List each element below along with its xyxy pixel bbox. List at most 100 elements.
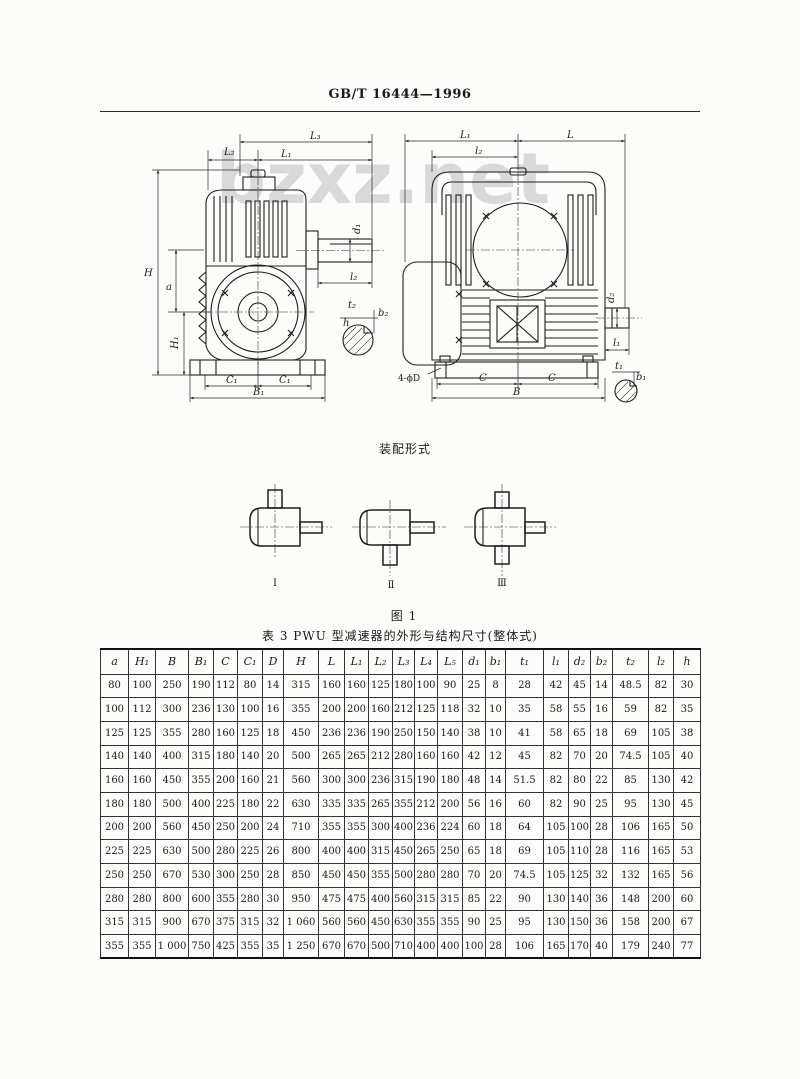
table-cell: 670 — [318, 934, 345, 960]
table-cell: 42 — [673, 768, 701, 793]
table-cell: 69 — [612, 720, 649, 746]
label-l2: l₂ — [350, 272, 357, 283]
table-cell: 200 — [128, 815, 156, 841]
table-cell: 38 — [462, 720, 486, 746]
table-cell: 14 — [262, 673, 284, 699]
table-cell: 24 — [262, 815, 284, 841]
left-view-base — [189, 359, 326, 376]
table-cell: 315 — [283, 673, 319, 699]
table-cell: 10 — [485, 697, 506, 722]
table-cell: 500 — [188, 839, 214, 864]
table-cell: 95 — [505, 910, 544, 936]
table-cell: 118 — [437, 697, 463, 722]
table-cell: 160 — [344, 673, 369, 699]
figure-caption: 图 1 — [390, 609, 418, 623]
table-cell: 670 — [155, 863, 189, 888]
label-l1: l₁ — [613, 338, 620, 349]
table-cell: 165 — [648, 815, 674, 841]
label-L3: L₃ — [309, 131, 321, 142]
table-cell: 355 — [392, 791, 415, 817]
table-cell: 16 — [485, 791, 506, 817]
table-cell: 90 — [568, 791, 591, 817]
standard-number-header: GB/T 16444—1996 — [328, 87, 472, 102]
table-cell: 265 — [344, 744, 369, 770]
column-header: H — [283, 648, 319, 675]
table-cell: 41 — [505, 720, 544, 746]
label-L1: L₁ — [459, 130, 471, 141]
column-header: B — [155, 648, 189, 675]
table-cell: 80 — [100, 673, 129, 699]
table-cell: 280 — [437, 863, 463, 888]
table-cell: 250 — [437, 839, 463, 864]
watermark: bzxz.net — [216, 138, 550, 220]
table-cell: 60 — [505, 791, 544, 817]
table-cell: 110 — [568, 839, 591, 864]
table-cell: 335 — [344, 791, 369, 817]
table-cell: 56 — [673, 863, 701, 888]
table-cell: 400 — [368, 886, 393, 912]
table-cell: 180 — [213, 744, 238, 770]
table-cell: 560 — [392, 886, 415, 912]
table-cell: 315 — [368, 839, 393, 864]
table-cell: 82 — [543, 768, 569, 793]
table-cell: 500 — [283, 744, 319, 770]
table-cell: 315 — [414, 886, 438, 912]
table-cell: 250 — [100, 863, 129, 888]
table-cell: 105 — [543, 839, 569, 864]
table-cell: 355 — [188, 768, 214, 793]
table-cell: 560 — [344, 910, 369, 936]
table-cell: 40 — [590, 934, 613, 960]
table-cell: 200 — [318, 697, 345, 722]
table-cell: 300 — [213, 863, 238, 888]
table-cell: 90 — [505, 886, 544, 912]
table-cell: 180 — [128, 791, 156, 817]
label-C1-left: C₁ — [226, 375, 238, 386]
table-cell: 90 — [462, 910, 486, 936]
table-cell: 125 — [237, 720, 263, 746]
table-cell: 69 — [505, 839, 544, 864]
table-cell: 160 — [437, 744, 463, 770]
table-cell: 80 — [237, 673, 263, 699]
table-cell: 35 — [505, 697, 544, 722]
table-cell: 450 — [188, 815, 214, 841]
table-cell: 67 — [673, 910, 701, 936]
table-cell: 160 — [414, 744, 438, 770]
table-cell: 900 — [155, 910, 189, 936]
table-cell: 200 — [437, 791, 463, 817]
left-key-section — [342, 324, 374, 356]
table-cell: 280 — [213, 839, 238, 864]
input-shaft-left-view — [305, 230, 373, 270]
table-cell: 105 — [648, 744, 674, 770]
table-cell: 165 — [648, 863, 674, 888]
table-cell: 200 — [237, 815, 263, 841]
table-cell: 250 — [155, 673, 189, 699]
table-cell: 200 — [100, 815, 129, 841]
table-cell: 180 — [100, 791, 129, 817]
right-view-dimension-lines — [404, 134, 640, 402]
label-B: B — [512, 387, 520, 398]
table-cell: 1 000 — [155, 934, 189, 960]
table-cell: 300 — [344, 768, 369, 793]
table-cell: 42 — [543, 673, 569, 699]
table-cell: 355 — [213, 886, 238, 912]
column-header: H₁ — [128, 648, 156, 675]
label-t2: t₂ — [348, 300, 356, 311]
table-cell: 225 — [128, 839, 156, 864]
table-cell: 100 — [462, 934, 486, 960]
table-cell: 750 — [188, 934, 214, 960]
table-cell: 280 — [100, 886, 129, 912]
table-cell: 20 — [485, 863, 506, 888]
column-header: L₅ — [437, 648, 463, 675]
table-cell: 45 — [505, 744, 544, 770]
table-cell: 132 — [612, 863, 649, 888]
table-cell: 82 — [543, 744, 569, 770]
table-cell: 225 — [237, 839, 263, 864]
table-cell: 18 — [485, 815, 506, 841]
table-cell: 58 — [543, 697, 569, 722]
table-cell: 18 — [485, 839, 506, 864]
table-cell: 105 — [648, 720, 674, 746]
column-header: C — [213, 648, 238, 675]
table-cell: 140 — [128, 744, 156, 770]
table-cell: 105 — [543, 815, 569, 841]
